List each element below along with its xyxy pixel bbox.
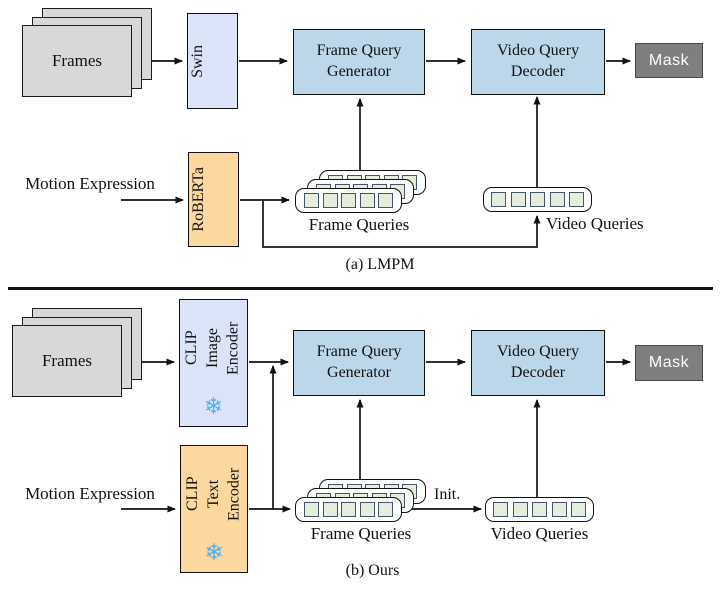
query-slot — [304, 502, 319, 517]
clip-text-encoder-label: CLIP Text Encoder — [183, 467, 243, 521]
query-slot — [571, 502, 586, 517]
frame-query-row — [295, 188, 402, 213]
roberta-label: RoBERTa — [190, 167, 207, 232]
frame-layer-front: Frames — [12, 325, 122, 397]
frames-stack-a: Frames — [22, 8, 154, 98]
frame-queries-label-b: Frame Queries — [310, 524, 412, 543]
query-slot — [532, 502, 547, 517]
query-slot — [341, 193, 356, 208]
snowflake-icon: ❄ — [203, 394, 224, 420]
query-slot — [341, 502, 356, 517]
motion-expression-a: Motion Expression — [25, 174, 155, 193]
clip-text-encoder-box: CLIP Text Encoder ❄ — [180, 445, 248, 573]
snowflake-icon: ❄ — [204, 540, 224, 566]
frame-query-generator-b: Frame Query Generator — [293, 330, 425, 396]
query-slot — [322, 502, 338, 517]
query-slot — [304, 193, 319, 208]
frame-query-row — [295, 497, 402, 522]
frame-queries-stack-a — [295, 170, 426, 213]
query-slot — [378, 502, 393, 517]
mask-label: Mask — [648, 51, 690, 69]
query-slot — [378, 193, 393, 208]
caption-a: (a) LMPM — [345, 256, 415, 273]
frame-queries-stack-b — [295, 479, 426, 522]
frames-label: Frames — [51, 51, 103, 70]
query-slot — [512, 502, 528, 517]
frame-query-generator-a: Frame Query Generator — [293, 29, 425, 95]
frames-stack-b: Frames — [12, 308, 144, 398]
swin-label: Swin — [189, 44, 206, 78]
video-query-decoder-label: Video Query Decoder — [496, 42, 580, 80]
video-query-decoder-b: Video Query Decoder — [471, 330, 605, 396]
frame-layer-front: Frames — [22, 25, 132, 97]
clip-image-encoder-box: CLIP Image Encoder ❄ — [179, 299, 248, 427]
frame-query-generator-label: Frame Query Generator — [316, 343, 402, 381]
mask-box-a: Mask — [635, 43, 703, 78]
query-slot — [359, 502, 375, 517]
motion-expression-b: Motion Expression — [25, 484, 155, 503]
query-slot — [493, 502, 508, 517]
arrow-roberta-to-videoqueries — [262, 200, 541, 248]
clip-image-encoder-label: CLIP Image Encoder — [183, 321, 242, 375]
query-slot — [549, 192, 565, 207]
roberta-box: RoBERTa — [188, 152, 239, 247]
frames-label: Frames — [41, 351, 93, 370]
query-slot — [530, 192, 545, 207]
video-queries-label-a: Video Queries — [546, 214, 644, 233]
panel-divider — [8, 287, 713, 290]
swin-box: Swin — [187, 13, 238, 109]
video-queries-row-a — [483, 187, 592, 212]
video-queries-row-b — [485, 497, 594, 522]
query-slot — [510, 192, 526, 207]
query-slot — [551, 502, 567, 517]
video-query-decoder-a: Video Query Decoder — [471, 29, 605, 95]
video-query-decoder-label: Video Query Decoder — [496, 343, 580, 381]
init-label: Init. — [434, 486, 461, 503]
query-slot — [322, 193, 338, 208]
frame-query-generator-label: Frame Query Generator — [316, 42, 402, 80]
caption-b: (b) Ours — [345, 562, 400, 579]
video-queries-label-b: Video Queries — [490, 524, 589, 543]
query-slot — [491, 192, 506, 207]
frame-queries-label-a: Frame Queries — [308, 215, 410, 234]
query-slot — [569, 192, 584, 207]
mask-box-b: Mask — [635, 345, 703, 381]
mask-label: Mask — [648, 354, 690, 371]
query-slot — [359, 193, 375, 208]
